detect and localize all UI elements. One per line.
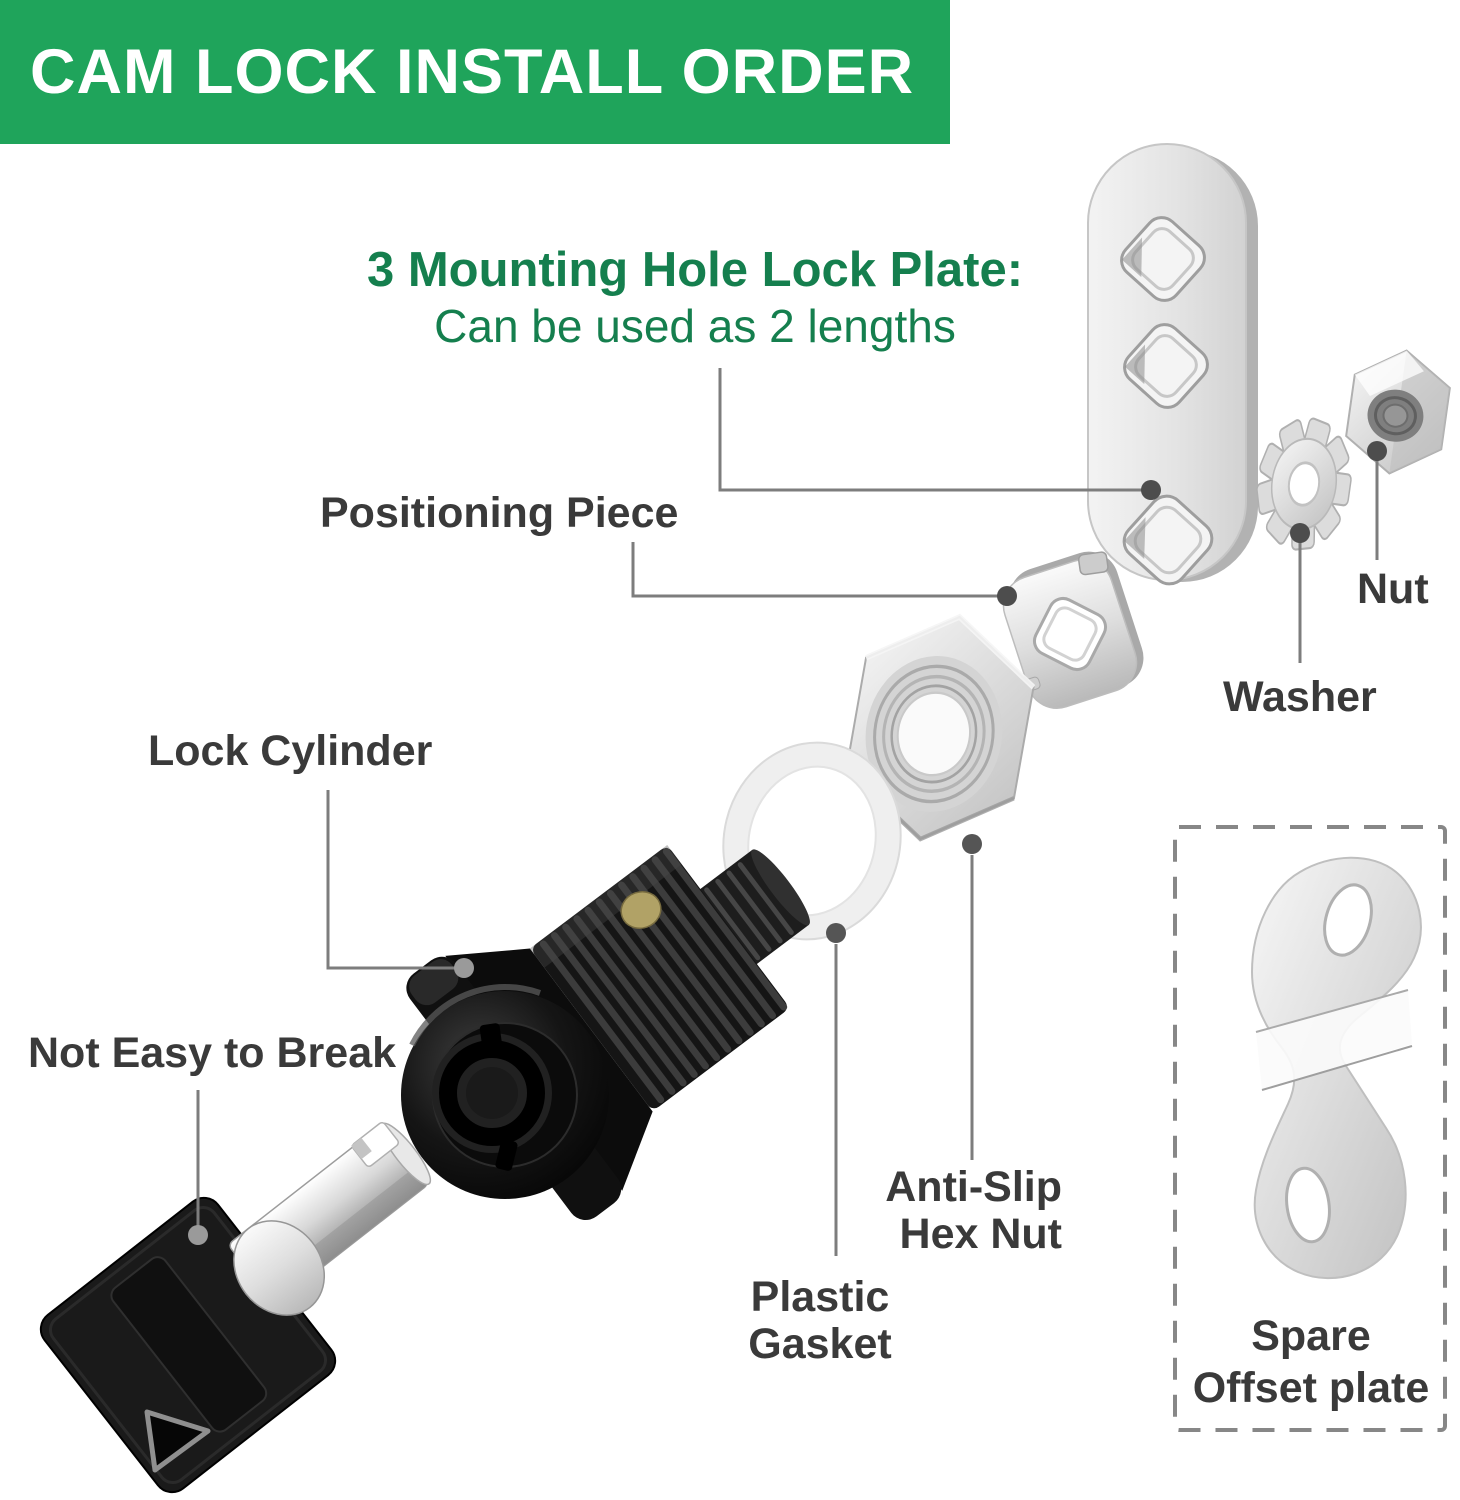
lock-plate-3-hole-icon [1087, 143, 1258, 586]
star-washer-icon [1256, 417, 1352, 551]
lock-cylinder-icon [401, 845, 810, 1221]
label-anti-slip-hex-nut: Anti-Slip Hex Nut [840, 1163, 1062, 1259]
plate-heading-line1: 3 Mounting Hole Lock Plate: [366, 243, 1024, 297]
title-banner: CAM LOCK INSTALL ORDER [0, 0, 950, 144]
label-lock-cylinder: Lock Cylinder [148, 727, 433, 775]
plate-heading: 3 Mounting Hole Lock Plate: Can be used … [295, 243, 1095, 352]
label-anti-slip-line1: Anti-Slip [885, 1163, 1062, 1211]
connector-lock-cylinder [326, 790, 456, 970]
label-spare-line2: Offset plate [1192, 1364, 1430, 1413]
connector-lines [196, 368, 1379, 1256]
plate-heading-line2: Can be used as 2 lengths [434, 299, 956, 352]
label-spare-line1: Spare [1251, 1312, 1371, 1360]
label-plastic-line2: Gasket [748, 1320, 892, 1369]
label-plastic-line1: Plastic [750, 1273, 890, 1321]
label-washer: Washer [1223, 673, 1377, 721]
nut-icon [1345, 349, 1451, 475]
key-icon [39, 1122, 432, 1494]
spare-offset-plate-icon [1250, 856, 1422, 1280]
label-spare-offset-plate: Spare Offset plate [1180, 1310, 1442, 1415]
connector-positioning-piece [631, 542, 1000, 598]
positioning-piece-icon [1002, 551, 1144, 709]
label-nut: Nut [1357, 565, 1429, 613]
label-positioning-piece: Positioning Piece [320, 489, 679, 537]
anti-slip-hex-nut-icon [845, 613, 1036, 842]
spare-plate-dashed-box [1173, 825, 1447, 1432]
connector-dots [188, 441, 1387, 1245]
label-not-easy-to-break: Not Easy to Break [28, 1029, 397, 1077]
label-plastic-gasket: Plastic Gasket [728, 1273, 912, 1369]
connector-lock-plate [718, 368, 1144, 492]
label-anti-slip-line2: Hex Nut [899, 1210, 1062, 1259]
page-title: CAM LOCK INSTALL ORDER [30, 37, 915, 107]
